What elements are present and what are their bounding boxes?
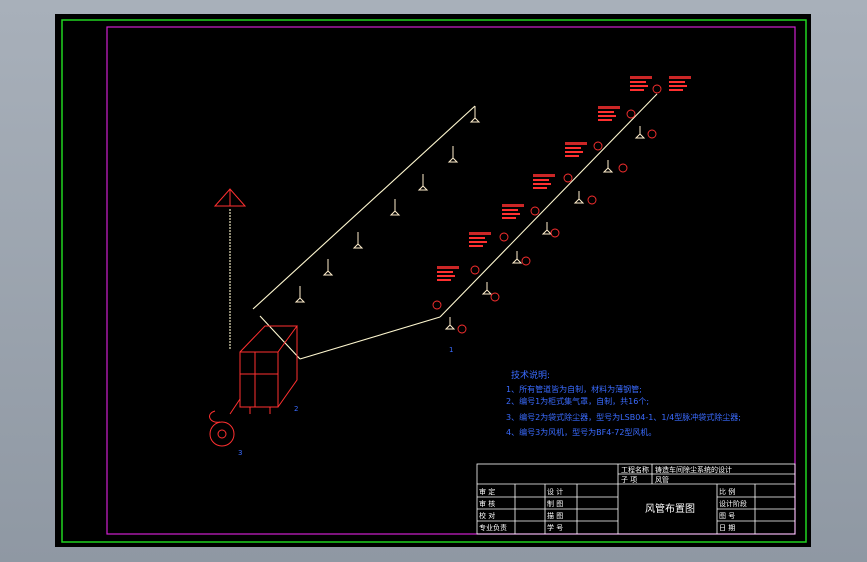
note-item-2: 2、编号1为柜式集气罩，自制，共16个;	[506, 396, 649, 406]
duct-network	[229, 93, 658, 360]
title-block	[476, 463, 796, 535]
technical-notes: 技术说明: 1、所有管道皆为自制，材料为薄钢管; 2、编号1为柜式集气罩，自制，…	[506, 369, 741, 437]
row-mid-3: 描 图	[547, 511, 563, 520]
row-mid-2: 制 图	[547, 499, 563, 508]
outer-frame	[61, 19, 807, 543]
item-label: 子 项	[621, 476, 637, 484]
exhaust-stack	[213, 188, 247, 207]
row-right-1: 比 例	[719, 487, 735, 496]
row-left-1: 审 定	[479, 487, 495, 496]
row-left-2: 审 核	[479, 499, 495, 508]
node-markers	[432, 84, 662, 334]
row-left-3: 校 对	[479, 511, 495, 520]
label-bag-filter-number: 3	[238, 449, 242, 457]
hood-branches-lower	[444, 126, 646, 330]
fan-unit	[209, 398, 241, 447]
note-item-4: 4、编号3为风机，型号为BF4-72型风机。	[506, 427, 656, 437]
row-right-4: 日 期	[719, 524, 735, 532]
title-block-text: 工程名称 铸造车间除尘系统的设计 子 项 风管 风管布置图 审 定 审 核 校 …	[479, 465, 747, 532]
row-mid-1: 设 计	[547, 487, 563, 496]
row-mid-4: 学 号	[547, 523, 563, 532]
drawing-sheet: 1 2 3 技术说明: 1、所有管道皆为自制，材料为薄钢管; 2、编号1为柜式集…	[55, 14, 811, 547]
row-right-2: 设计阶段	[719, 499, 747, 508]
project-name-label: 工程名称	[621, 465, 649, 474]
bag-filter-unit	[239, 325, 298, 414]
drawing-title: 风管布置图	[645, 502, 695, 515]
item-value: 风管	[655, 475, 669, 484]
row-left-4: 专业负责	[479, 523, 507, 532]
label-collector-number: 2	[294, 405, 298, 413]
note-item-3: 3、编号2为袋式除尘器，型号为LSB04-1、1/4型脉冲袋式除尘器;	[506, 412, 741, 422]
duct-layout-drawing: 1 2 3 技术说明: 1、所有管道皆为自制，材料为薄钢管; 2、编号1为柜式集…	[61, 19, 807, 543]
notes-heading: 技术说明:	[511, 369, 550, 381]
pipe-annotations	[437, 76, 691, 281]
project-name: 铸造车间除尘系统的设计	[655, 465, 732, 474]
inner-frame	[106, 26, 796, 535]
note-item-1: 1、所有管道皆为自制，材料为薄钢管;	[506, 384, 642, 394]
row-right-3: 图 号	[719, 512, 735, 520]
label-fan-number: 1	[449, 346, 453, 354]
hood-branches-upper	[294, 106, 481, 303]
